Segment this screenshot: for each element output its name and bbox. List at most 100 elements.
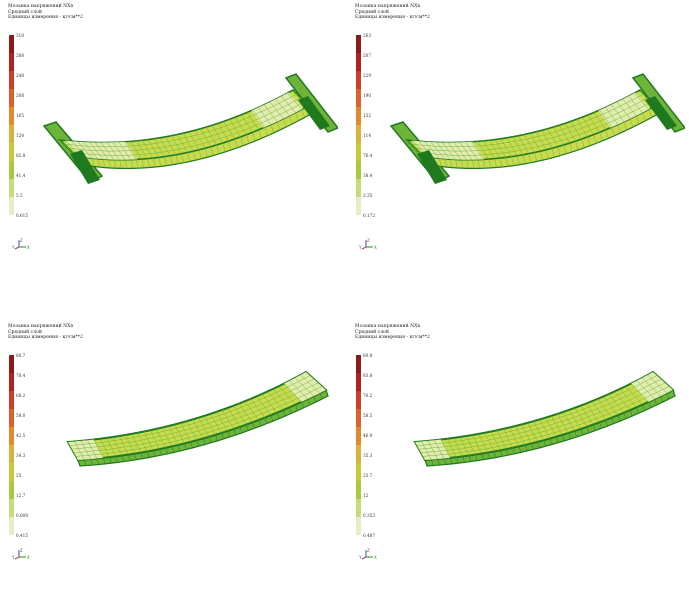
- mesh-line: [605, 129, 609, 139]
- color-scale-segment: [9, 373, 14, 391]
- mesh-line: [545, 149, 549, 159]
- mesh-line: [647, 374, 668, 394]
- legend-tick-label: 310: [16, 33, 24, 38]
- mesh-line: [543, 440, 547, 447]
- mesh-line: [511, 156, 514, 166]
- color-scale-bar: [356, 355, 361, 535]
- mesh-line: [130, 159, 133, 169]
- color-scale-segment: [356, 409, 361, 427]
- mesh-line: [319, 392, 323, 400]
- legend-tick-label: 152: [363, 113, 371, 118]
- mesh-line: [533, 421, 545, 441]
- mesh-line: [515, 425, 526, 446]
- color-scale-segment: [356, 499, 361, 517]
- support-post-left: [417, 150, 447, 184]
- mesh-line: [660, 395, 664, 403]
- mesh-line: [562, 411, 575, 432]
- support-post-right: [645, 96, 677, 130]
- mesh-line: [301, 401, 304, 408]
- mesh-line: [289, 380, 308, 400]
- mesh-line: [93, 439, 104, 458]
- legend-tick-label: 38.4: [363, 173, 373, 178]
- mesh-line: [131, 433, 141, 453]
- mesh-line: [112, 436, 123, 456]
- header-title: Мозаика напряжений NXn: [355, 324, 421, 329]
- color-scale-segment: [356, 355, 361, 373]
- mesh-line: [252, 422, 255, 429]
- mesh-line: [149, 430, 160, 450]
- mesh-line: [171, 446, 175, 453]
- axis-z-label: Z: [367, 238, 370, 243]
- mesh-line: [414, 441, 426, 461]
- mesh-line: [478, 433, 488, 453]
- mesh-line: [503, 428, 513, 448]
- panel-top-left: Мозаика напряжений NXn Средний слой Един…: [8, 4, 338, 274]
- mesh-line: [636, 407, 639, 414]
- mesh-line: [192, 419, 204, 439]
- color-scale-segment: [356, 107, 361, 125]
- mesh-line: [611, 127, 615, 136]
- mesh-line: [152, 158, 156, 168]
- mesh-line: [468, 455, 472, 462]
- mesh-line: [215, 411, 228, 432]
- header-layer: Средний слой: [8, 9, 42, 15]
- panel-header: Мозаика напряжений NXn Средний слой Един…: [355, 4, 430, 21]
- mesh-line: [187, 152, 190, 162]
- mesh-line: [545, 417, 557, 437]
- mesh-line: [648, 109, 652, 118]
- color-scale-segment: [356, 71, 361, 89]
- mesh-line: [276, 412, 280, 419]
- mesh-line: [453, 437, 463, 457]
- mesh-line: [106, 437, 116, 457]
- mesh-line: [256, 396, 272, 416]
- axis-y-label: Y: [12, 555, 15, 560]
- color-scale-segment: [9, 71, 14, 89]
- legend-tick-label: 82.8: [16, 153, 26, 158]
- axis-y-label: Y: [359, 555, 362, 560]
- mesh-line: [443, 458, 447, 465]
- mesh-line: [258, 419, 261, 427]
- mesh-line: [420, 382, 666, 454]
- mesh-line: [493, 451, 497, 458]
- mesh-line: [227, 407, 241, 427]
- mesh-line: [300, 374, 321, 394]
- mesh-line: [202, 438, 206, 445]
- mesh-line: [652, 371, 674, 391]
- mesh-line: [233, 428, 237, 435]
- panel-header: Мозаика напряжений NXn Средний слой Един…: [8, 324, 83, 341]
- mesh-line: [143, 431, 154, 451]
- mesh-line: [630, 383, 649, 403]
- mesh-line: [524, 444, 528, 452]
- mesh-line: [77, 459, 81, 467]
- mesh-line: [424, 459, 428, 467]
- mesh-line: [551, 148, 555, 158]
- mesh-line: [475, 454, 478, 461]
- color-scale-segment: [356, 89, 361, 107]
- legend-tick-label: 208: [16, 93, 24, 98]
- mesh-line: [460, 159, 464, 169]
- mesh-line: [459, 436, 470, 456]
- color-scale-segment: [356, 125, 361, 143]
- mesh-line: [518, 446, 522, 453]
- mesh-line: [147, 158, 150, 168]
- mesh-line: [210, 413, 222, 434]
- legend-tick-label: 12.7: [16, 493, 26, 498]
- legend-tick-label: 68.2: [16, 393, 26, 398]
- mesh-line: [240, 136, 244, 146]
- mesh-line: [563, 144, 567, 154]
- color-scale-segment: [356, 373, 361, 391]
- mesh-line: [505, 157, 509, 167]
- mesh-line: [115, 456, 118, 463]
- mesh-line: [128, 454, 131, 461]
- beam-model: [42, 73, 338, 184]
- mesh-line: [246, 134, 250, 144]
- color-scale-segment: [356, 427, 361, 445]
- legend-tick-label: 80.8: [363, 353, 373, 358]
- mesh-line: [244, 401, 259, 421]
- legend-tick-label: 58.0: [16, 413, 26, 418]
- mesh-line: [462, 456, 465, 463]
